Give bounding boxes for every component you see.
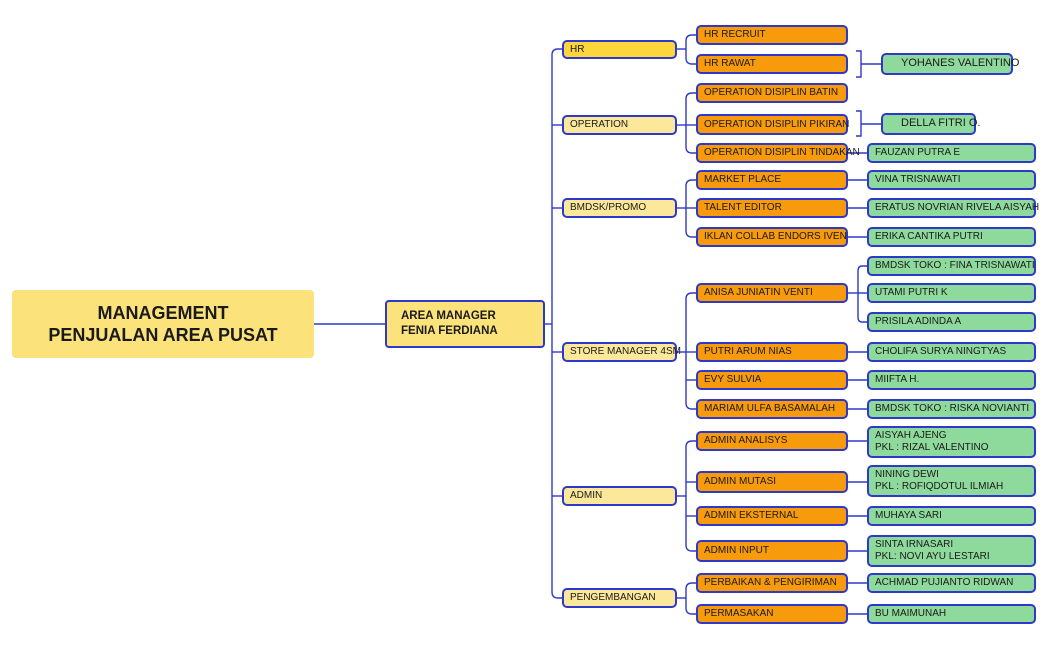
- dept-bmdsk-label: BMDSK/PROMO: [570, 202, 647, 213]
- dept-pengembangan: PENGEMBANGAN: [562, 588, 677, 608]
- role-label: ADMIN ANALISYS: [704, 435, 788, 446]
- role-evy: EVY SULVIA: [696, 370, 848, 390]
- root-title-line1: MANAGEMENT: [97, 302, 229, 323]
- dept-hr: HR: [562, 40, 677, 59]
- role-label: MARIAM ULFA BASAMALAH: [704, 403, 836, 414]
- person-achmad: ACHMAD PUJIANTO RIDWAN: [867, 573, 1036, 593]
- role-admin-eksternal: ADMIN EKSTERNAL: [696, 506, 848, 526]
- role-label: PUTRI ARUM NIAS: [704, 346, 792, 357]
- role-putri: PUTRI ARUM NIAS: [696, 342, 848, 362]
- dept-pengembangan-label: PENGEMBANGAN: [570, 592, 656, 603]
- person-label: ERATUS NOVRIAN RIVELA AISYAH: [875, 202, 1040, 213]
- person-eratus: ERATUS NOVRIAN RIVELA AISYAH: [867, 198, 1040, 218]
- person-pkl-label: PKL : ROFIQDOTUL ILMIAH: [875, 481, 1004, 492]
- role-operation-pikiran: OPERATION DISIPLIN PIKIRAN: [696, 114, 850, 135]
- person-nining: NINING DEWI PKL : ROFIQDOTUL ILMIAH: [867, 465, 1036, 497]
- role-market-place: MARKET PLACE: [696, 170, 848, 190]
- person-aisyah: AISYAH AJENG PKL : RIZAL VALENTINO: [867, 426, 1036, 458]
- role-label: EVY SULVIA: [704, 374, 762, 385]
- area-manager-node: AREA MANAGER FENIA FERDIANA: [385, 300, 545, 348]
- role-label: OPERATION DISIPLIN TINDAKAN: [704, 147, 860, 158]
- person-label: AISYAH AJENG: [875, 430, 947, 441]
- root-node: MANAGEMENT PENJUALAN AREA PUSAT: [12, 290, 314, 358]
- role-operation-tindakan: OPERATION DISIPLIN TINDAKAN: [696, 143, 860, 163]
- role-label: ADMIN EKSTERNAL: [704, 510, 799, 521]
- role-label: TALENT EDITOR: [704, 202, 782, 213]
- person-label: BMDSK TOKO : FINA TRISNAWATI: [875, 260, 1035, 271]
- role-admin-mutasi: ADMIN MUTASI: [696, 471, 848, 493]
- dept-bmdsk-promo: BMDSK/PROMO: [562, 198, 677, 218]
- dept-admin: ADMIN: [562, 486, 677, 506]
- person-utami: UTAMI PUTRI K: [867, 283, 1036, 303]
- person-label: MUHAYA SARI: [875, 510, 942, 521]
- role-label: OPERATION DISIPLIN PIKIRAN: [704, 118, 850, 130]
- person-prisila: PRISILA ADINDA A: [867, 312, 1036, 332]
- person-pkl-label: PKL: NOVI AYU LESTARI: [875, 551, 990, 562]
- dept-hr-label: HR: [570, 43, 585, 55]
- person-label: BU MAIMUNAH: [875, 608, 947, 619]
- role-iklan-collab: IKLAN COLLAB ENDORS IVEN: [696, 227, 848, 247]
- person-fauzan: FAUZAN PUTRA E: [867, 143, 1036, 163]
- role-permasakan: PERMASAKAN: [696, 604, 848, 624]
- person-erika: ERIKA CANTIKA PUTRI: [867, 227, 1036, 247]
- dept-admin-label: ADMIN: [570, 490, 603, 501]
- dept-store-manager: STORE MANAGER 4SM: [562, 342, 681, 362]
- role-label: ANISA JUNIATIN VENTI: [704, 287, 813, 298]
- dept-operation: OPERATION: [562, 115, 677, 135]
- person-yohanes: YOHANES VALENTINO: [881, 53, 1019, 75]
- role-label: ADMIN INPUT: [704, 545, 769, 556]
- person-label: ERIKA CANTIKA PUTRI: [875, 231, 983, 242]
- person-della: DELLA FITRI O.: [881, 113, 980, 135]
- person-miifta: MIIFTA H.: [867, 370, 1036, 390]
- person-label: PRISILA ADINDA A: [875, 316, 962, 327]
- role-talent-editor: TALENT EDITOR: [696, 198, 848, 218]
- role-hr-rawat: HR RAWAT: [696, 54, 848, 74]
- manager-name: FENIA FERDIANA: [401, 325, 498, 337]
- person-label: VINA TRISNAWATI: [875, 174, 961, 185]
- person-muhaya: MUHAYA SARI: [867, 506, 1036, 526]
- person-label: UTAMI PUTRI K: [875, 287, 948, 298]
- person-label: BMDSK TOKO : RISKA NOVIANTI: [875, 403, 1030, 414]
- role-label: ADMIN MUTASI: [704, 476, 777, 487]
- role-label: PERMASAKAN: [704, 608, 774, 619]
- dept-store-label: STORE MANAGER 4SM: [570, 346, 681, 357]
- person-label: MIIFTA H.: [875, 374, 920, 385]
- person-label: ACHMAD PUJIANTO RIDWAN: [875, 577, 1014, 588]
- person-vina: VINA TRISNAWATI: [867, 170, 1036, 190]
- dept-operation-label: OPERATION: [570, 119, 629, 130]
- role-admin-input: ADMIN INPUT: [696, 540, 848, 562]
- person-label: SINTA IRNASARI: [875, 539, 954, 550]
- role-hr-recruit: HR RECRUIT: [696, 25, 848, 45]
- person-label: FAUZAN PUTRA E: [875, 147, 961, 158]
- role-anisa: ANISA JUNIATIN VENTI: [696, 283, 848, 303]
- role-admin-analisys: ADMIN ANALISYS: [696, 431, 848, 451]
- role-label: HR RECRUIT: [704, 29, 766, 40]
- role-mariam: MARIAM ULFA BASAMALAH: [696, 399, 848, 419]
- person-label: CHOLIFA SURYA NINGTYAS: [875, 346, 1007, 357]
- person-bmdsk-riska: BMDSK TOKO : RISKA NOVIANTI: [867, 399, 1036, 419]
- role-perbaikan: PERBAIKAN & PENGIRIMAN: [696, 573, 848, 593]
- root-title-line2: PENJUALAN AREA PUSAT: [48, 325, 278, 345]
- manager-title: AREA MANAGER: [401, 310, 496, 323]
- role-label: HR RAWAT: [704, 58, 756, 69]
- person-label: NINING DEWI: [875, 469, 939, 480]
- person-cholifa: CHOLIFA SURYA NINGTYAS: [867, 342, 1036, 362]
- role-label: IKLAN COLLAB ENDORS IVEN: [704, 231, 847, 242]
- person-bmdsk-fina: BMDSK TOKO : FINA TRISNAWATI: [867, 256, 1036, 276]
- person-label: YOHANES VALENTINO: [901, 57, 1020, 70]
- person-label: DELLA FITRI O.: [901, 117, 981, 130]
- role-operation-batin: OPERATION DISIPLIN BATIN: [696, 83, 848, 103]
- role-label: PERBAIKAN & PENGIRIMAN: [704, 577, 837, 588]
- role-label: MARKET PLACE: [704, 174, 782, 185]
- person-sinta: SINTA IRNASARI PKL: NOVI AYU LESTARI: [867, 535, 1036, 567]
- person-bu-maimunah: BU MAIMUNAH: [867, 604, 1036, 624]
- role-label: OPERATION DISIPLIN BATIN: [704, 87, 839, 98]
- person-pkl-label: PKL : RIZAL VALENTINO: [875, 442, 989, 453]
